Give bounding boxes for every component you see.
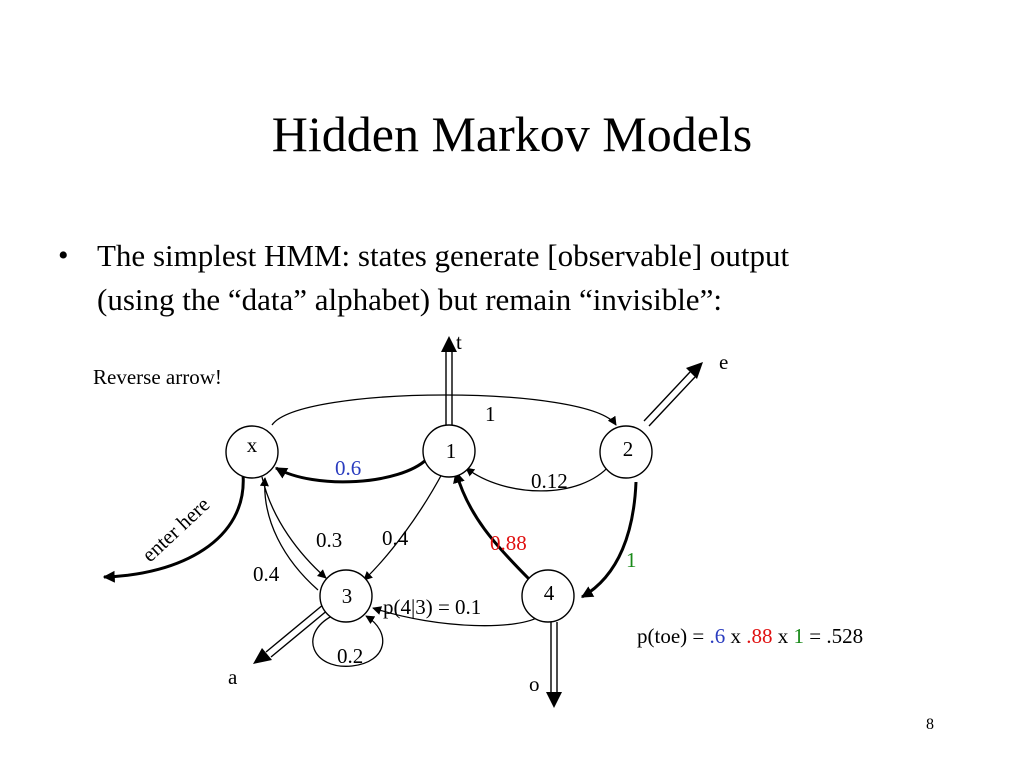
equation-times-1: x bbox=[730, 624, 742, 648]
edge-label-1-to-3: 0.4 bbox=[382, 526, 409, 550]
output-label-e: e bbox=[719, 350, 728, 374]
edge-2-to-1 bbox=[465, 464, 611, 492]
edge-1-to-x bbox=[274, 457, 429, 484]
edge-label-3-self: 0.2 bbox=[337, 644, 363, 668]
output-label-o: o bbox=[529, 672, 540, 696]
output-label-a: a bbox=[228, 665, 238, 689]
edge-4-to-1 bbox=[453, 470, 532, 582]
probability-equation: p(toe) = .6 x .88 x 1 = .528 bbox=[637, 624, 863, 649]
edge-2-to-4 bbox=[580, 481, 638, 599]
edge-label-x-to-2: 1 bbox=[485, 402, 496, 426]
bullet-text: The simplest HMM: states generate [obser… bbox=[97, 234, 1007, 322]
equation-factor-2: .88 bbox=[746, 624, 773, 648]
bullet-line-2: (using the “data” alphabet) but remain “… bbox=[97, 282, 722, 317]
edge-label-3-to-x: 0.4 bbox=[253, 562, 280, 586]
equation-result: .528 bbox=[826, 624, 864, 648]
edge-label-4-to-3: p(4|3) = 0.1 bbox=[383, 595, 481, 619]
equation-factor-3: 1 bbox=[793, 624, 805, 648]
edge-enter-here bbox=[102, 473, 245, 583]
edge-1-to-3 bbox=[363, 471, 444, 581]
equation-equals: = bbox=[809, 624, 822, 648]
edge-label-1-to-x: 0.6 bbox=[335, 456, 361, 480]
edge-3-self-loop bbox=[312, 615, 384, 667]
output-arrow-e bbox=[643, 362, 703, 427]
slide-title: Hidden Markov Models bbox=[271, 106, 753, 162]
output-arrow-o bbox=[546, 622, 562, 708]
node-2-label: 2 bbox=[623, 437, 634, 461]
edge-label-x-to-3: 0.3 bbox=[316, 528, 342, 552]
node-4: 4 bbox=[521, 569, 575, 623]
edge-3-to-x bbox=[259, 477, 319, 591]
output-label-t: t bbox=[456, 330, 462, 354]
edge-x-to-3 bbox=[261, 476, 327, 579]
node-3-label: 3 bbox=[342, 584, 353, 608]
reverse-arrow-note: Reverse arrow! bbox=[93, 365, 222, 389]
node-x-label: x bbox=[247, 433, 258, 457]
node-3: 3 bbox=[319, 569, 373, 623]
equation-lhs: p(toe) = bbox=[637, 624, 705, 648]
bullet-dot: • bbox=[58, 239, 69, 272]
edge-4-to-3 bbox=[372, 606, 541, 627]
edge-label-4-to-1: 0.88 bbox=[490, 531, 527, 555]
enter-here-label: enter here bbox=[137, 492, 214, 566]
node-x: x bbox=[225, 425, 279, 479]
bullet-line-1: The simplest HMM: states generate [obser… bbox=[97, 238, 790, 273]
node-4-label: 4 bbox=[544, 581, 555, 605]
equation-factor-1: .6 bbox=[709, 624, 726, 648]
node-1-label: 1 bbox=[446, 439, 457, 463]
output-arrow-a bbox=[253, 603, 330, 664]
edge-x-to-2 bbox=[271, 394, 617, 426]
edge-label-2-to-4: 1 bbox=[626, 548, 637, 572]
edge-label-2-to-1: 0.12 bbox=[531, 469, 568, 493]
equation-times-2: x bbox=[777, 624, 789, 648]
page-number: 8 bbox=[926, 716, 934, 733]
node-1: 1 bbox=[422, 424, 476, 478]
output-arrow-t bbox=[441, 336, 457, 425]
node-2: 2 bbox=[599, 425, 653, 479]
